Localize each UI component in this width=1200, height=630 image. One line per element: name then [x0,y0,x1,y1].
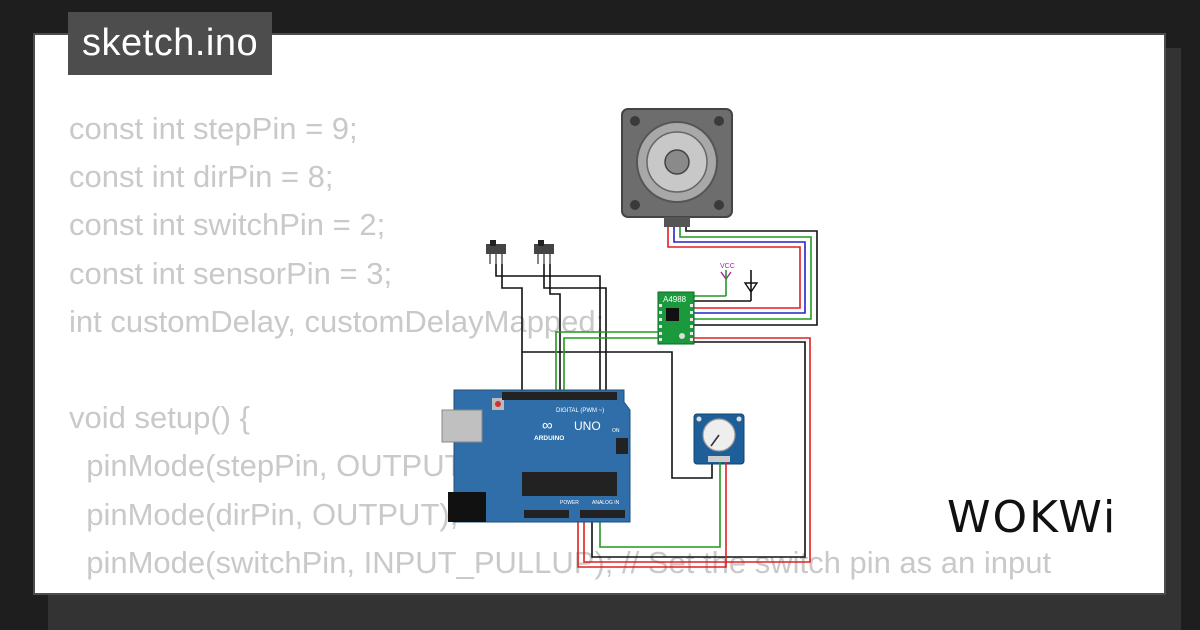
slide-switch-1 [486,240,506,264]
pot-wires [577,462,727,568]
code-line: const int sensorPin = 3; [69,255,393,291]
code-preview: const int stepPin = 9; const int dirPin … [69,105,1052,595]
code-line: const int switchPin = 2; [69,207,386,243]
code-line: const int stepPin = 9; [69,111,358,146]
ground-symbol [694,270,759,302]
code-line: int customDelay, customDelayMapped; [69,303,605,339]
svg-text:∞: ∞ [542,417,553,434]
code-line: void setup() { [69,400,250,436]
svg-text:POWER: POWER [560,500,579,506]
svg-text:ARDUINO: ARDUINO [534,435,564,442]
project-card: const int stepPin = 9; const int dirPin … [33,33,1166,595]
potentiometer [693,413,745,465]
stepper-motor [621,108,733,227]
sketch-filename-tab[interactable]: sketch.ino [68,12,273,75]
switch-wires [495,264,713,479]
code-line: pinMode(stepPin, OUTPUT); [69,448,483,484]
arduino-uno: DIGITAL (PWM ~) ∞ UNO ARDUINO ON POWER A… [441,389,631,523]
code-line: pinMode(switchPin, INPUT_PULLUP); // Set… [69,544,1052,580]
svg-text:ON: ON [612,428,620,434]
svg-text:VCC: VCC [720,263,735,270]
vcc-symbol: VCC [693,263,735,298]
card-shadow-bottom [48,595,1181,630]
svg-text:UNO: UNO [574,419,601,433]
a4988-driver: A4988 [657,291,695,345]
code-line: pinMode(dirPin, OUTPUT); [69,496,459,532]
wokwi-logo: WOKWi [947,492,1117,542]
code-line: pinMode(sensorPin, INPUT_PULLUP); [69,593,620,595]
svg-text:DIGITAL (PWM ~): DIGITAL (PWM ~) [556,408,604,414]
svg-text:ANALOG IN: ANALOG IN [592,500,620,506]
svg-text:WOKWi: WOKWi [947,492,1117,542]
code-line: const int dirPin = 8; [69,159,334,195]
svg-text:A4988: A4988 [663,295,687,304]
slide-switch-2 [534,240,554,264]
card-shadow-right [1166,48,1181,595]
motor-wires [667,227,818,326]
driver-wires [555,331,811,563]
circuit-diagram: VCC A4988 [441,108,818,568]
